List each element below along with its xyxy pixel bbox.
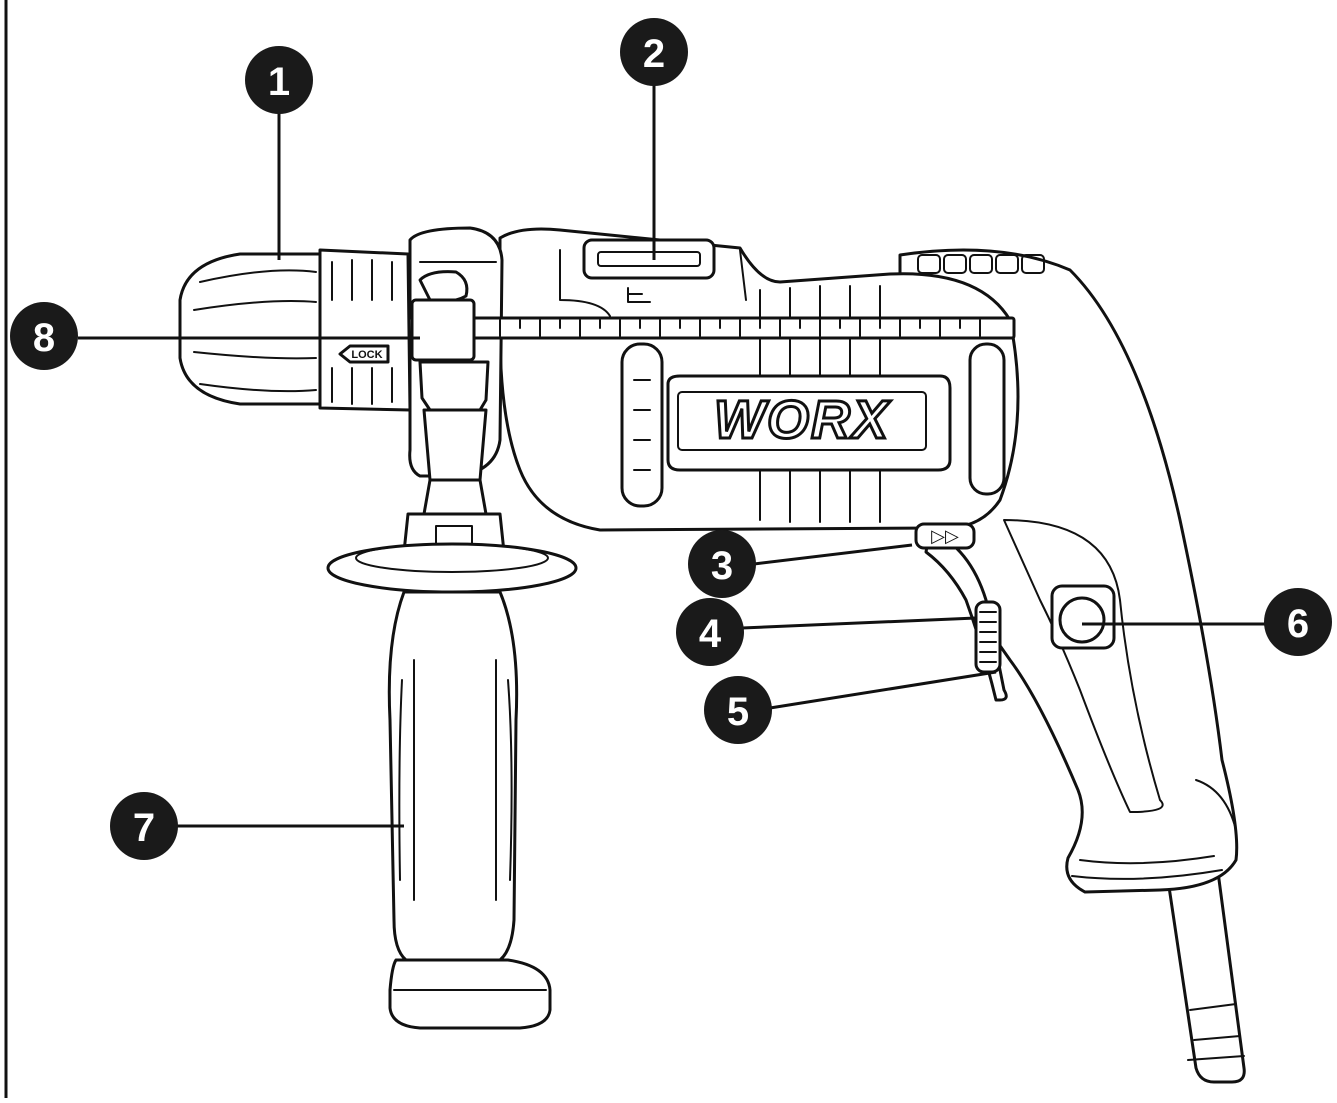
auxiliary-handle xyxy=(326,542,578,1030)
callout-number: 2 xyxy=(643,32,665,76)
keyless-chuck: LOCK xyxy=(178,248,412,412)
callout-6: 6 xyxy=(1264,588,1332,656)
callout-number: 1 xyxy=(268,60,290,104)
brand-logo: WORX xyxy=(714,390,891,450)
callout-number: 4 xyxy=(699,612,722,656)
callout-7: 7 xyxy=(110,792,178,860)
callout-number: 7 xyxy=(133,806,155,850)
lock-label: LOCK xyxy=(351,349,382,361)
callout-number: 5 xyxy=(727,690,749,734)
callout-number: 3 xyxy=(711,544,733,588)
callout-number: 6 xyxy=(1287,602,1309,646)
power-cord xyxy=(1166,870,1246,1084)
trigger-assembly: ▷▷ xyxy=(914,522,1116,702)
callout-number: 8 xyxy=(33,316,55,360)
leader-line-4 xyxy=(741,616,977,630)
leader-line-5 xyxy=(769,670,997,710)
direction-arrows: ▷▷ xyxy=(931,526,959,546)
callout-3: 3 xyxy=(688,530,756,598)
callout-5: 5 xyxy=(704,676,772,744)
callout-1: 1 xyxy=(245,46,313,114)
leader-lines xyxy=(78,84,1266,828)
motor-housing: WORX xyxy=(498,227,1020,532)
callout-2: 2 xyxy=(620,18,688,86)
leader-line-3 xyxy=(753,543,913,566)
handle-clamp xyxy=(402,298,506,554)
callout-4: 4 xyxy=(676,598,744,666)
callout-8: 8 xyxy=(10,302,78,370)
